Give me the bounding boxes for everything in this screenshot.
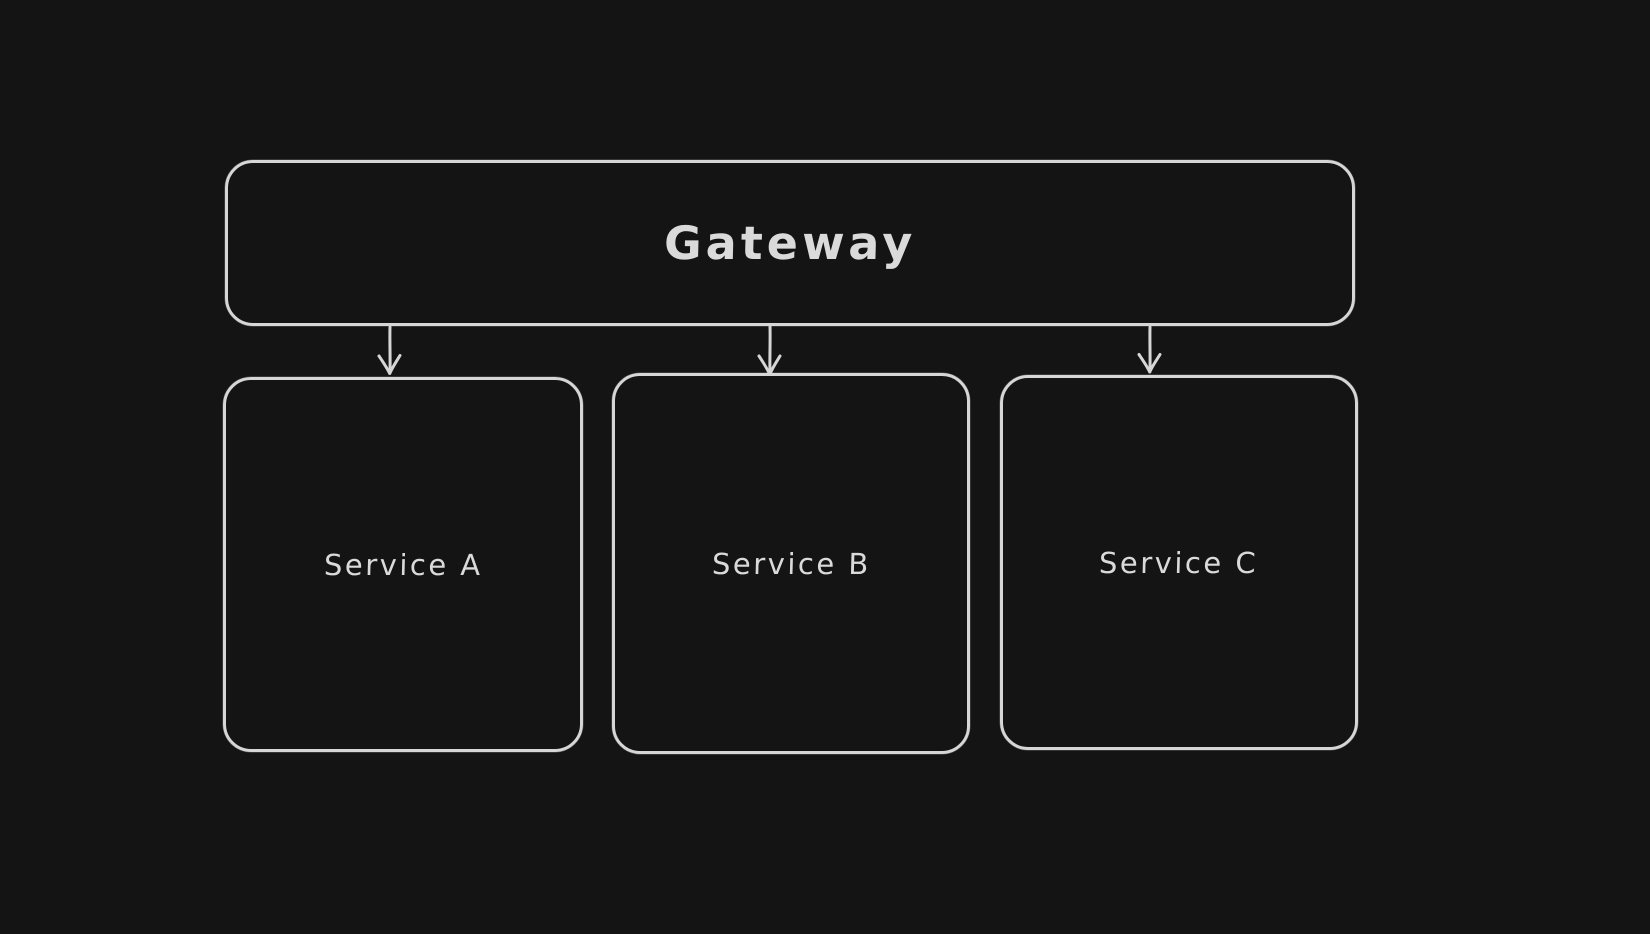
node-service-a-label: Service A	[323, 547, 483, 582]
node-service-c[interactable]: Service C	[1000, 375, 1358, 750]
node-service-b-label: Service B	[711, 546, 871, 581]
arrow-gateway-to-service-c	[1137, 325, 1162, 374]
node-service-b[interactable]: Service B	[612, 373, 970, 754]
node-gateway[interactable]: Gateway	[225, 160, 1355, 326]
node-gateway-label: Gateway	[663, 216, 917, 270]
node-service-c-label: Service C	[1098, 545, 1260, 580]
arrow-gateway-to-service-a	[377, 325, 402, 375]
arrow-gateway-to-service-b	[757, 324, 782, 376]
node-service-a[interactable]: Service A	[223, 377, 583, 752]
